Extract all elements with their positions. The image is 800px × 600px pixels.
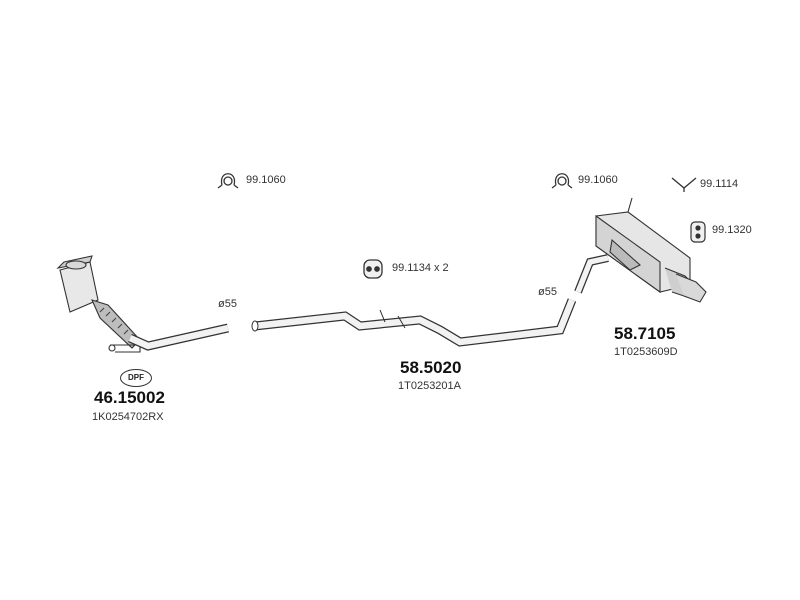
part-number-58-5020: 58.5020 [400, 358, 462, 377]
oem-code-3: 1T0253609D [614, 346, 678, 358]
diameter-right: ø55 [538, 286, 557, 298]
oem-code-1: 1K0254702RX [92, 411, 164, 423]
dpf-badge: DPF [120, 369, 152, 387]
bracket-icon [671, 177, 697, 192]
part-number-46-15002: 46.15002 [94, 388, 165, 407]
hanger-code: 99.1134 x 2 [392, 262, 449, 274]
dpf-catalyst-drawing [56, 255, 151, 353]
oem-code-2: 1T0253201A [398, 380, 461, 392]
clamp-icon [551, 173, 573, 189]
part-number-58-7105: 58.7105 [614, 324, 676, 343]
rubber-mount-icon [690, 221, 706, 243]
rubber-hanger-icon [363, 259, 383, 279]
clamp-icon [217, 173, 239, 189]
rubber-mount-code: 99.1320 [712, 224, 752, 236]
diameter-left: ø55 [218, 298, 237, 310]
rear-muffler-drawing [574, 197, 707, 303]
bracket-code: 99.1114 [700, 178, 739, 190]
clamp-left-code: 99.1060 [246, 174, 286, 186]
clamp-right-code: 99.1060 [578, 174, 618, 186]
